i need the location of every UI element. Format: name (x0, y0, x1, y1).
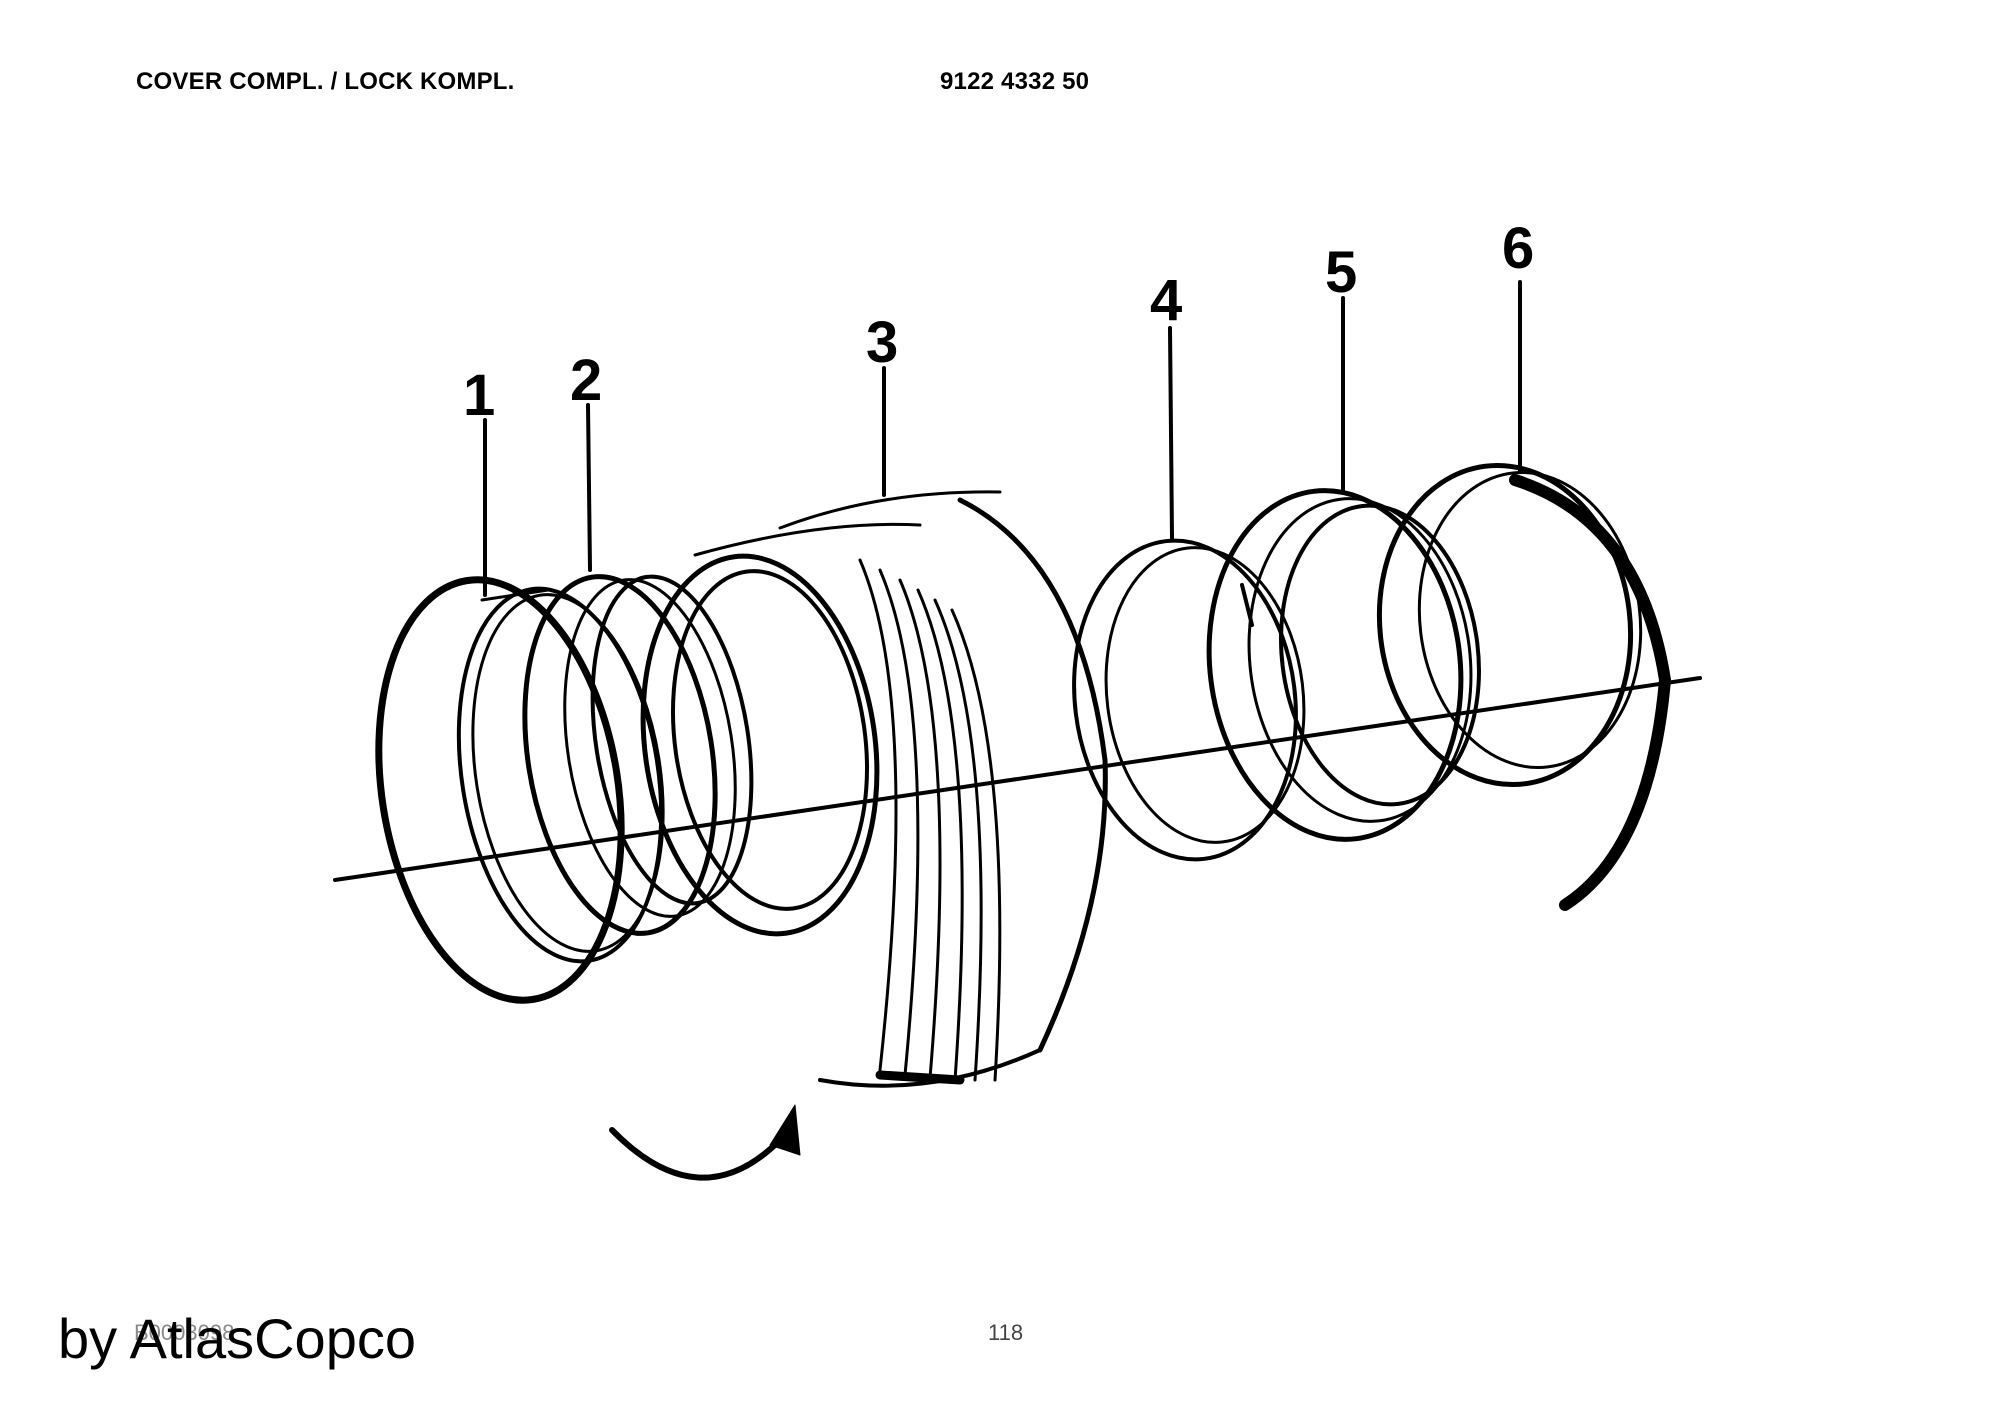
callout-4: 4 (1150, 268, 1182, 333)
center-axis (333, 676, 1702, 882)
part-3-cover (609, 490, 1108, 1181)
callout-1: 1 (463, 363, 495, 428)
callout-5: 5 (1325, 240, 1357, 305)
leader-2 (586, 403, 592, 572)
callout-6: 6 (1502, 216, 1534, 281)
part-2-ring (522, 574, 754, 936)
part-1-ring (375, 576, 665, 1004)
callout-2: 2 (570, 348, 602, 413)
part-5-ring (1206, 488, 1481, 842)
page-number: 118 (988, 1320, 1024, 1345)
watermark-text: by AtlasCopco (58, 1307, 416, 1370)
drawing-title: COVER COMPL. / LOCK KOMPL. (136, 68, 515, 95)
part-4-split-ring (1072, 538, 1306, 862)
leader-4 (1168, 326, 1174, 540)
part-6-seal (1376, 462, 1671, 911)
part-number: 9122 4332 50 (940, 68, 1090, 95)
callout-3: 3 (866, 310, 898, 375)
drawing-code: B0003098 (134, 1320, 235, 1345)
